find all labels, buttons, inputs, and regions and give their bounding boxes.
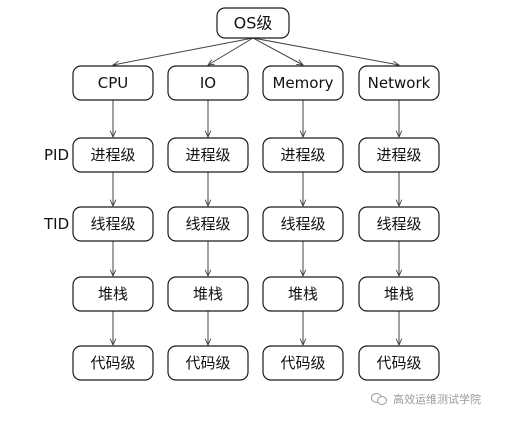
node-cpu-label: CPU (98, 74, 129, 92)
node-network-stack-label: 堆栈 (384, 285, 414, 303)
node-io-process-label: 进程级 (185, 146, 230, 164)
column-network: Network 进程级 线程级 堆栈 代码级 (358, 65, 440, 381)
node-network-code-label: 代码级 (376, 354, 421, 372)
edges (113, 37, 399, 345)
column-memory: Memory 进程级 线程级 堆栈 代码级 (262, 65, 344, 381)
node-memory-code: 代码级 (262, 345, 344, 381)
watermark: 高效运维测试学院 (371, 391, 481, 407)
node-cpu: CPU (72, 65, 154, 101)
node-memory-thread: 线程级 (262, 206, 344, 242)
node-cpu-process: 进程级 (72, 137, 154, 173)
node-io-stack-label: 堆栈 (193, 285, 223, 303)
row-label-pid: PID (44, 146, 69, 164)
node-cpu-code: 代码级 (72, 345, 154, 381)
column-io: IO 进程级 线程级 堆栈 代码级 (167, 65, 249, 381)
node-network-thread-label: 线程级 (376, 215, 421, 233)
node-memory-stack-label: 堆栈 (288, 285, 318, 303)
root-node: OS级 (216, 7, 290, 39)
node-memory-stack: 堆栈 (262, 276, 344, 312)
node-memory-code-label: 代码级 (280, 354, 325, 372)
watermark-text: 高效运维测试学院 (393, 393, 481, 406)
node-cpu-thread: 线程级 (72, 206, 154, 242)
node-io: IO (167, 65, 249, 101)
node-io-stack: 堆栈 (167, 276, 249, 312)
node-memory-label: Memory (272, 74, 333, 92)
node-cpu-process-label: 进程级 (90, 146, 135, 164)
node-network-code: 代码级 (358, 345, 440, 381)
node-network-process: 进程级 (358, 137, 440, 173)
node-network-process-label: 进程级 (376, 146, 421, 164)
column-cpu: CPU 进程级 线程级 堆栈 代码级 (72, 65, 154, 381)
node-memory-process-label: 进程级 (280, 146, 325, 164)
node-memory-process: 进程级 (262, 137, 344, 173)
edge-root-to-col-0 (113, 37, 254, 65)
edge-root-to-col-2 (252, 37, 303, 65)
node-io-code-label: 代码级 (185, 354, 230, 372)
node-cpu-stack: 堆栈 (72, 276, 154, 312)
node-network-thread: 线程级 (358, 206, 440, 242)
edge-root-to-col-3 (252, 37, 399, 65)
node-network-stack: 堆栈 (358, 276, 440, 312)
row-label-tid: TID (43, 215, 69, 233)
root-label: OS级 (234, 14, 273, 33)
node-io-code: 代码级 (167, 345, 249, 381)
node-network-label: Network (368, 74, 431, 92)
edge-root-to-col-1 (208, 37, 254, 65)
node-memory: Memory (262, 65, 344, 101)
node-io-thread-label: 线程级 (185, 215, 230, 233)
node-io-label: IO (200, 74, 216, 92)
node-io-thread: 线程级 (167, 206, 249, 242)
node-memory-thread-label: 线程级 (280, 215, 325, 233)
node-cpu-thread-label: 线程级 (90, 215, 135, 233)
node-io-process: 进程级 (167, 137, 249, 173)
node-cpu-stack-label: 堆栈 (98, 285, 128, 303)
node-network: Network (358, 65, 440, 101)
node-cpu-code-label: 代码级 (90, 354, 135, 372)
wechat-icon (371, 393, 387, 405)
